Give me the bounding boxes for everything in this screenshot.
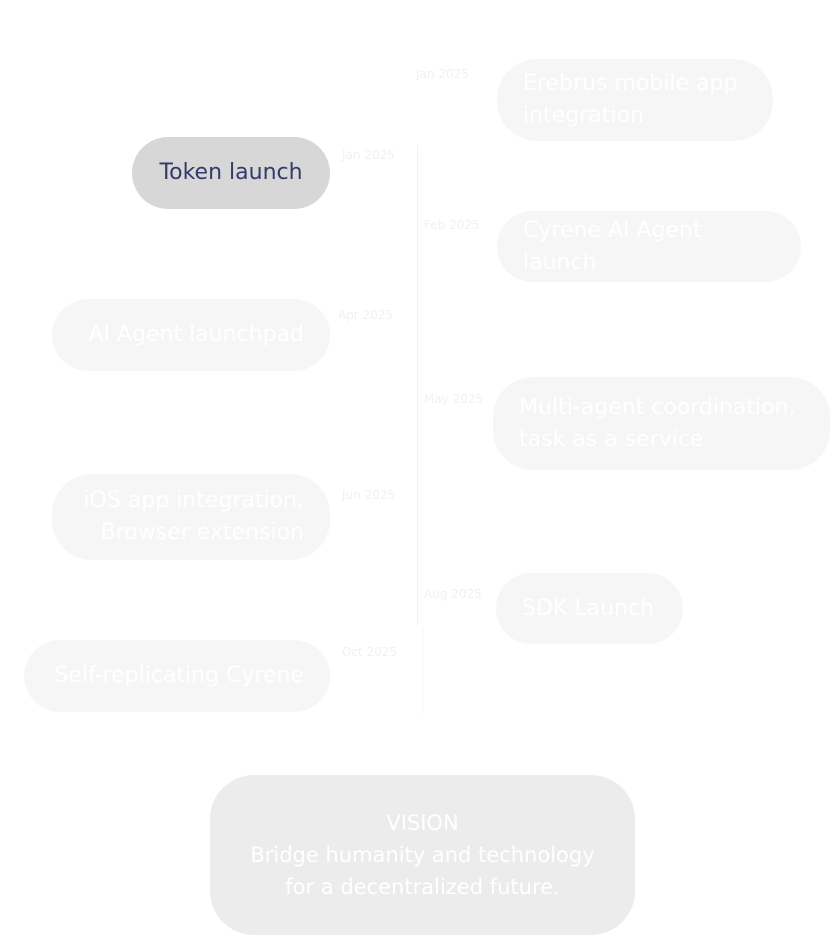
milestone-date-token: Jan 2025 [342,148,395,162]
milestone-self-replicating-cyrene[interactable]: Self-replicating Cyrene [24,640,330,712]
milestone-cyrene-ai-agent[interactable]: Cyrene AI Agent launch [497,211,801,282]
milestone-date-selfrep: Oct 2025 [342,645,398,659]
milestone-date-cyrene-agent: Feb 2025 [424,218,480,232]
milestone-sdk-launch[interactable]: SDK Launch [496,573,683,644]
vision-line-1: Bridge humanity and technology [250,843,595,867]
milestone-multi-agent-coordination[interactable]: Multi-agent coordination, task as a serv… [493,377,830,470]
milestone-token-launch[interactable]: Token launch [132,137,330,209]
vision-title: VISION [386,811,459,835]
vision-card: VISION Bridge humanity and technology fo… [210,775,635,935]
vision-line-2: for a decentralized future. [285,875,560,899]
milestone-date-erebrus: Jan 2025 [416,67,469,81]
milestone-erebrus-mobile-app[interactable]: Erebrus mobile app integration [497,59,773,141]
milestone-date-launchpad: Apr 2025 [338,308,394,322]
milestone-date-multiagent: May 2025 [424,392,484,406]
milestone-date-ios: Jun 2025 [342,488,396,502]
milestone-ios-app-integration[interactable]: iOS app integration, Browser extension [52,474,330,560]
timeline-spine-lower [422,625,423,715]
milestone-ai-agent-launchpad[interactable]: AI Agent launchpad [52,299,330,371]
milestone-date-sdk: Aug 2025 [424,587,482,601]
timeline-spine [417,145,418,625]
